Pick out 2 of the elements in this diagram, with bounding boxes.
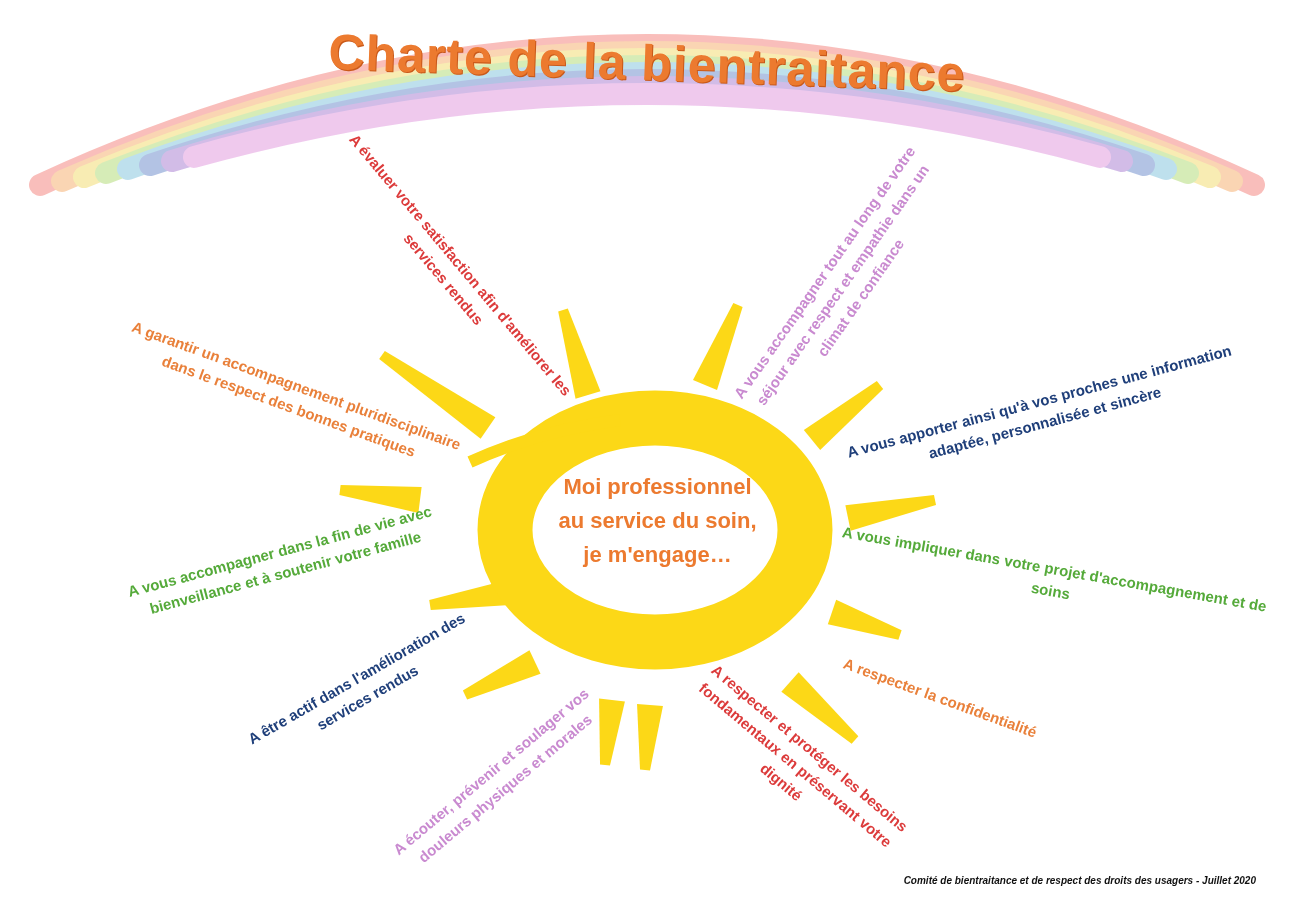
title: Charte de la bientraitance [326,22,968,105]
footer-note: Comité de bientraitance et de respect des droits des usagers - Juillet 2020 [903,875,1256,886]
